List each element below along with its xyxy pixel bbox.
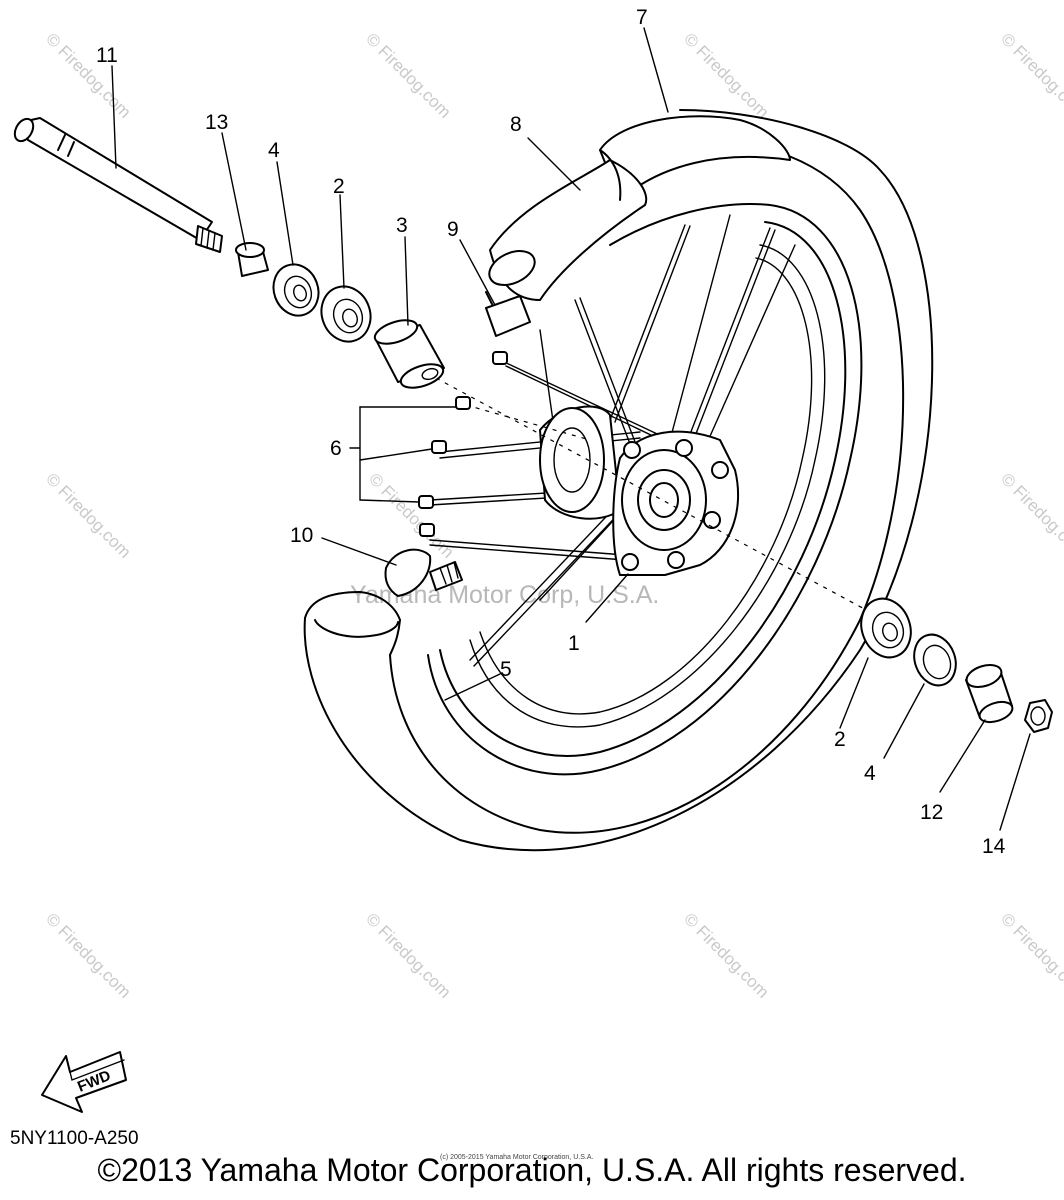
rim xyxy=(427,203,863,776)
watermark: © Firedog.com xyxy=(42,29,134,121)
copyright-notice: ©2013 Yamaha Motor Corporation, U.S.A. A… xyxy=(97,1152,967,1188)
watermark-layer: © Firedog.com © Firedog.com © Firedog.co… xyxy=(42,29,1064,1001)
watermark: © Firedog.com xyxy=(680,909,772,1001)
valve xyxy=(384,548,463,597)
tire xyxy=(303,109,934,852)
axle xyxy=(13,117,223,253)
tiny-copyright: (c) 2005-2015 Yamaha Motor Corporation, … xyxy=(440,1154,594,1161)
watermark: © Firedog.com xyxy=(362,909,454,1001)
watermark: © Firedog.com xyxy=(42,909,134,1001)
callout-10: 10 xyxy=(290,524,313,547)
watermark: © Firedog.com xyxy=(362,29,454,121)
callout-4-right: 4 xyxy=(864,762,876,785)
collar-right xyxy=(965,663,1014,724)
rim-lock xyxy=(485,291,531,337)
callout-numbers: 1 2 2 3 4 4 5 6 7 8 9 10 11 12 13 14 xyxy=(96,6,1006,858)
watermark: © Firedog.com xyxy=(42,469,134,561)
oil-seal-right xyxy=(913,633,957,687)
callout-8: 8 xyxy=(510,113,522,136)
watermark: © Firedog.com xyxy=(997,909,1064,1001)
watermark: © Firedog.com xyxy=(680,29,772,121)
callout-11: 11 xyxy=(96,44,118,67)
callout-9: 9 xyxy=(447,218,459,241)
watermark: © Firedog.com xyxy=(997,29,1064,121)
callout-3: 3 xyxy=(396,214,408,237)
callout-6: 6 xyxy=(330,437,342,460)
callout-14: 14 xyxy=(982,835,1006,858)
bearing-left-outer xyxy=(272,263,320,317)
diagram-code: 5NY1100-A250 xyxy=(10,1128,139,1149)
axle-centerline xyxy=(435,377,871,613)
callout-2-left: 2 xyxy=(333,175,345,198)
watermark: © Firedog.com xyxy=(365,469,457,561)
bearing-right xyxy=(860,597,912,659)
callout-12: 12 xyxy=(920,801,943,824)
callout-13: 13 xyxy=(205,111,228,134)
rim-band xyxy=(488,115,791,301)
callout-1: 1 xyxy=(568,632,580,655)
fwd-arrow-icon: FWD xyxy=(41,1051,127,1113)
hub xyxy=(539,405,740,576)
watermark: © Firedog.com xyxy=(997,469,1064,561)
collar xyxy=(235,242,269,277)
callout-2-right: 2 xyxy=(834,728,846,751)
callout-7: 7 xyxy=(636,6,648,29)
callout-4-left: 4 xyxy=(268,139,280,162)
spoke-nipples xyxy=(418,351,508,537)
bearing-left xyxy=(320,285,372,343)
nut xyxy=(1024,699,1053,733)
spacer xyxy=(373,319,445,389)
callout-bracket-6 xyxy=(349,406,457,503)
leader-lines xyxy=(111,27,1031,831)
callout-5: 5 xyxy=(500,658,512,681)
spoke-centerline xyxy=(465,404,591,441)
